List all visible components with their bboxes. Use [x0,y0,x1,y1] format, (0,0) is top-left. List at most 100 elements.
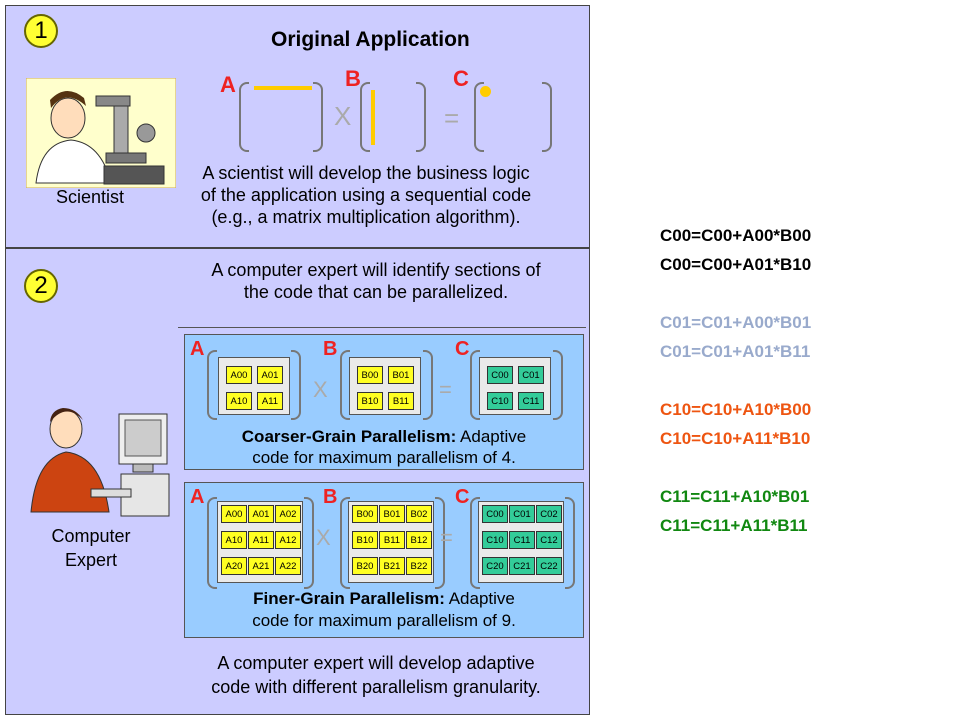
coarse-times-symbol: X [313,377,328,402]
coarse-cell-a10: A10 [226,392,252,410]
scientist-icon [26,78,176,188]
panel-1-description-line-1: A scientist will develop the business lo… [202,163,530,183]
fine-times-symbol: X [316,525,331,550]
fine-matrix-a-label: A [190,486,205,508]
coarse-caption-bold: Coarser-Grain Parallelism: [241,427,457,446]
coarse-cell-a00: A00 [226,366,252,384]
computer-expert-label-line-1: Computer [51,526,131,546]
coarse-equals-symbol: = [439,377,452,402]
matrix-b-right-bracket [416,82,426,152]
fine-matrix-b-label: B [323,486,338,508]
fine-cell-c20: C20 [482,557,508,575]
coarse-cell-b11: B11 [388,392,414,410]
fine-cell-c10: C10 [482,531,508,549]
coarse-a-left-bracket [207,350,217,420]
panel-2-intro-line-2: the code that can be parallelized. [243,282,509,302]
fine-cell-c01: C01 [509,505,535,523]
step-1-badge: 1 [24,14,58,48]
panel-2-intro-line-1: A computer expert will identify sections… [211,260,541,280]
fine-a-right-bracket [304,497,314,589]
matrix-a-row-highlight [254,86,312,90]
fine-caption-bold: Finer-Grain Parallelism: [253,589,445,608]
coarse-b-left-bracket [340,350,350,420]
panel-original-application: 1 Original Application Scientist A B C X… [5,5,590,248]
equation-0-1: C00=C00+A01*B10 [660,255,812,274]
coarse-cell-c11: C11 [518,392,544,410]
coarse-caption-line-2: code for maximum parallelism of 4. [252,448,516,467]
equation-2-1: C10=C10+A11*B10 [660,429,811,448]
fine-cell-a11: A11 [248,531,274,549]
panel-1-description-line-3: (e.g., a matrix multiplication algorithm… [211,207,521,227]
fine-cell-b20: B20 [352,557,378,575]
coarse-matrix-a-label: A [190,338,205,360]
coarse-cell-b01: B01 [388,366,414,384]
fine-matrix-c-label: C [455,486,470,508]
coarse-c-left-bracket [470,350,480,420]
fine-c-left-bracket [470,497,480,589]
matrix-a-right-bracket [313,82,323,152]
equals-symbol: = [444,103,460,133]
panel-2-divider [178,327,586,328]
panel-2-outro-line-1: A computer expert will develop adaptive [217,653,535,673]
fine-cell-b01: B01 [379,505,405,523]
matrix-c-left-bracket [474,82,484,152]
panel-1-title: Original Application [271,28,470,51]
matrix-b-column-highlight [371,90,375,145]
fine-cell-a00: A00 [221,505,247,523]
fine-a-left-bracket [207,497,217,589]
fine-cell-b00: B00 [352,505,378,523]
fine-cell-c12: C12 [536,531,562,549]
panel-parallelization: 2 A computer expert will identify sectio… [5,248,590,715]
coarse-caption-rest: Adaptive [456,427,527,446]
step-2-badge: 2 [24,269,58,303]
coarse-cell-b00: B00 [357,366,383,384]
coarse-cell-a01: A01 [257,366,283,384]
fine-cell-a21: A21 [248,557,274,575]
equation-0-0: C00=C00+A00*B00 [660,226,812,245]
matrix-b-label: B [345,66,361,91]
coarse-b-right-bracket [423,350,433,420]
fine-cell-a20: A20 [221,557,247,575]
fine-cell-b21: B21 [379,557,405,575]
equation-1-1: C01=C01+A01*B11 [660,342,811,361]
times-symbol: X [334,101,352,131]
coarse-cell-c10: C10 [487,392,513,410]
computer-expert-label-line-2: Expert [64,550,118,570]
coarse-c-right-bracket [553,350,563,420]
fine-cell-a12: A12 [275,531,301,549]
fine-cell-a10: A10 [221,531,247,549]
fine-cell-a02: A02 [275,505,301,523]
fine-cell-c11: C11 [509,531,535,549]
computer-expert-icon [30,408,170,517]
fine-cell-c02: C02 [536,505,562,523]
coarse-a-right-bracket [291,350,301,420]
matrix-c-element-dot [480,86,491,97]
fine-cell-c00: C00 [482,505,508,523]
coarse-matrix-b-label: B [323,338,338,360]
scientist-label: Scientist [56,187,125,207]
panel-2-outro-line-2: code with different parallelism granular… [211,677,541,697]
fine-b-right-bracket [435,497,445,589]
fine-cell-a01: A01 [248,505,274,523]
fine-c-right-bracket [565,497,575,589]
matrix-c-right-bracket [542,82,552,152]
fine-caption-rest: Adaptive [444,589,515,608]
coarse-cell-c01: C01 [518,366,544,384]
coarse-cell-a11: A11 [257,392,283,410]
coarse-cell-c00: C00 [487,366,513,384]
equation-3-1: C11=C11+A11*B11 [660,516,808,535]
fine-cell-c21: C21 [509,557,535,575]
fine-cell-a22: A22 [275,557,301,575]
fine-caption-line-2: code for maximum parallelism of 9. [252,611,516,630]
equation-3-0: C11=C11+A10*B01 [660,487,810,506]
equation-1-0: C01=C01+A00*B01 [660,313,812,332]
matrix-b-left-bracket [360,82,370,152]
fine-cell-b11: B11 [379,531,405,549]
matrix-a-left-bracket [239,82,249,152]
fine-cell-c22: C22 [536,557,562,575]
fine-caption-line-1: Finer-Grain Parallelism: Adaptive [185,589,583,609]
coarse-matrix-c-label: C [455,338,470,360]
coarse-cell-b10: B10 [357,392,383,410]
